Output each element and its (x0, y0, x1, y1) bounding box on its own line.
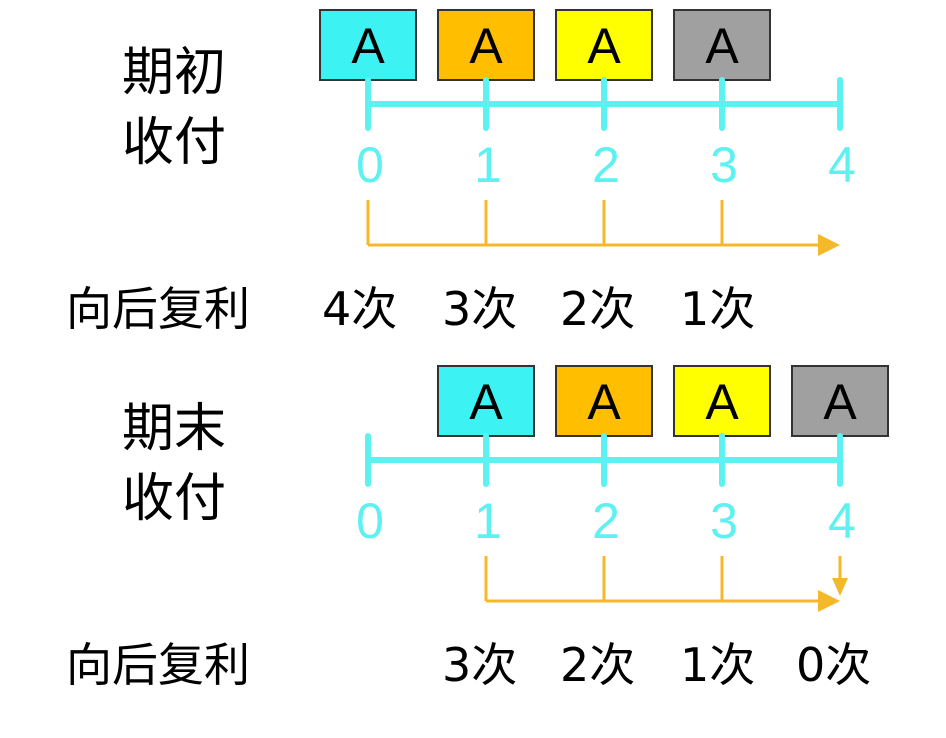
bottom-tick-label-2: 2 (592, 493, 620, 549)
bottom-count-2: 1次 (680, 638, 755, 692)
bottom-box-1-label: A (587, 374, 621, 430)
top-tick-label-4: 4 (828, 137, 856, 193)
top-count-2: 2次 (560, 282, 635, 336)
bottom-count-3: 0次 (796, 638, 871, 692)
top-label-line2: 收付 (122, 113, 226, 173)
bottom-arrow-head (818, 590, 840, 612)
bottom-timeline (365, 433, 843, 487)
top-tick-label-3: 3 (710, 137, 738, 193)
top-count-0: 4次 (322, 282, 397, 336)
bottom-box-3-label: A (823, 374, 857, 430)
bottom-box-1 (555, 365, 653, 437)
top-payment-boxes: A A A A (319, 9, 771, 81)
bottom-box-0 (437, 365, 535, 437)
top-box-2-label: A (587, 18, 621, 74)
top-tick-label-0: 0 (356, 137, 384, 193)
bottom-tick-label-3: 3 (710, 493, 738, 549)
top-box-3-label: A (705, 18, 739, 74)
bottom-box-2-label: A (705, 374, 739, 430)
bottom-arrow-down-head (832, 578, 848, 596)
top-box-1 (437, 9, 535, 81)
top-timeline (365, 77, 843, 131)
bottom-label-line1: 期末 (122, 399, 226, 459)
top-count-3: 1次 (680, 282, 755, 336)
top-label-line1: 期初 (122, 43, 226, 103)
top-box-0 (319, 9, 417, 81)
bottom-section: 期末 收付 A A A A 0 1 2 3 4 (66, 365, 889, 692)
bottom-tick-label-4: 4 (828, 493, 856, 549)
bottom-count-1: 2次 (560, 638, 635, 692)
bottom-tick-label-0: 0 (356, 493, 384, 549)
bottom-tick-label-1: 1 (474, 493, 502, 549)
bottom-label-line2: 收付 (122, 469, 226, 529)
top-arrow-head (818, 234, 840, 256)
top-tick-label-1: 1 (474, 137, 502, 193)
top-box-3 (673, 9, 771, 81)
top-section: 期初 收付 A A A A 0 1 2 3 4 (66, 9, 856, 336)
bottom-compounding-arrow (484, 556, 842, 603)
bottom-box-3 (791, 365, 889, 437)
bottom-box-2 (673, 365, 771, 437)
top-tick-label-2: 2 (592, 137, 620, 193)
top-caption: 向后复利 (66, 282, 250, 336)
bottom-payment-boxes: A A A A (437, 365, 889, 437)
bottom-count-0: 3次 (442, 638, 517, 692)
top-count-1: 3次 (442, 282, 517, 336)
top-box-0-label: A (351, 18, 385, 74)
top-box-1-label: A (469, 18, 503, 74)
bottom-box-0-label: A (469, 374, 503, 430)
top-compounding-arrow (366, 200, 822, 247)
bottom-caption: 向后复利 (66, 638, 250, 692)
